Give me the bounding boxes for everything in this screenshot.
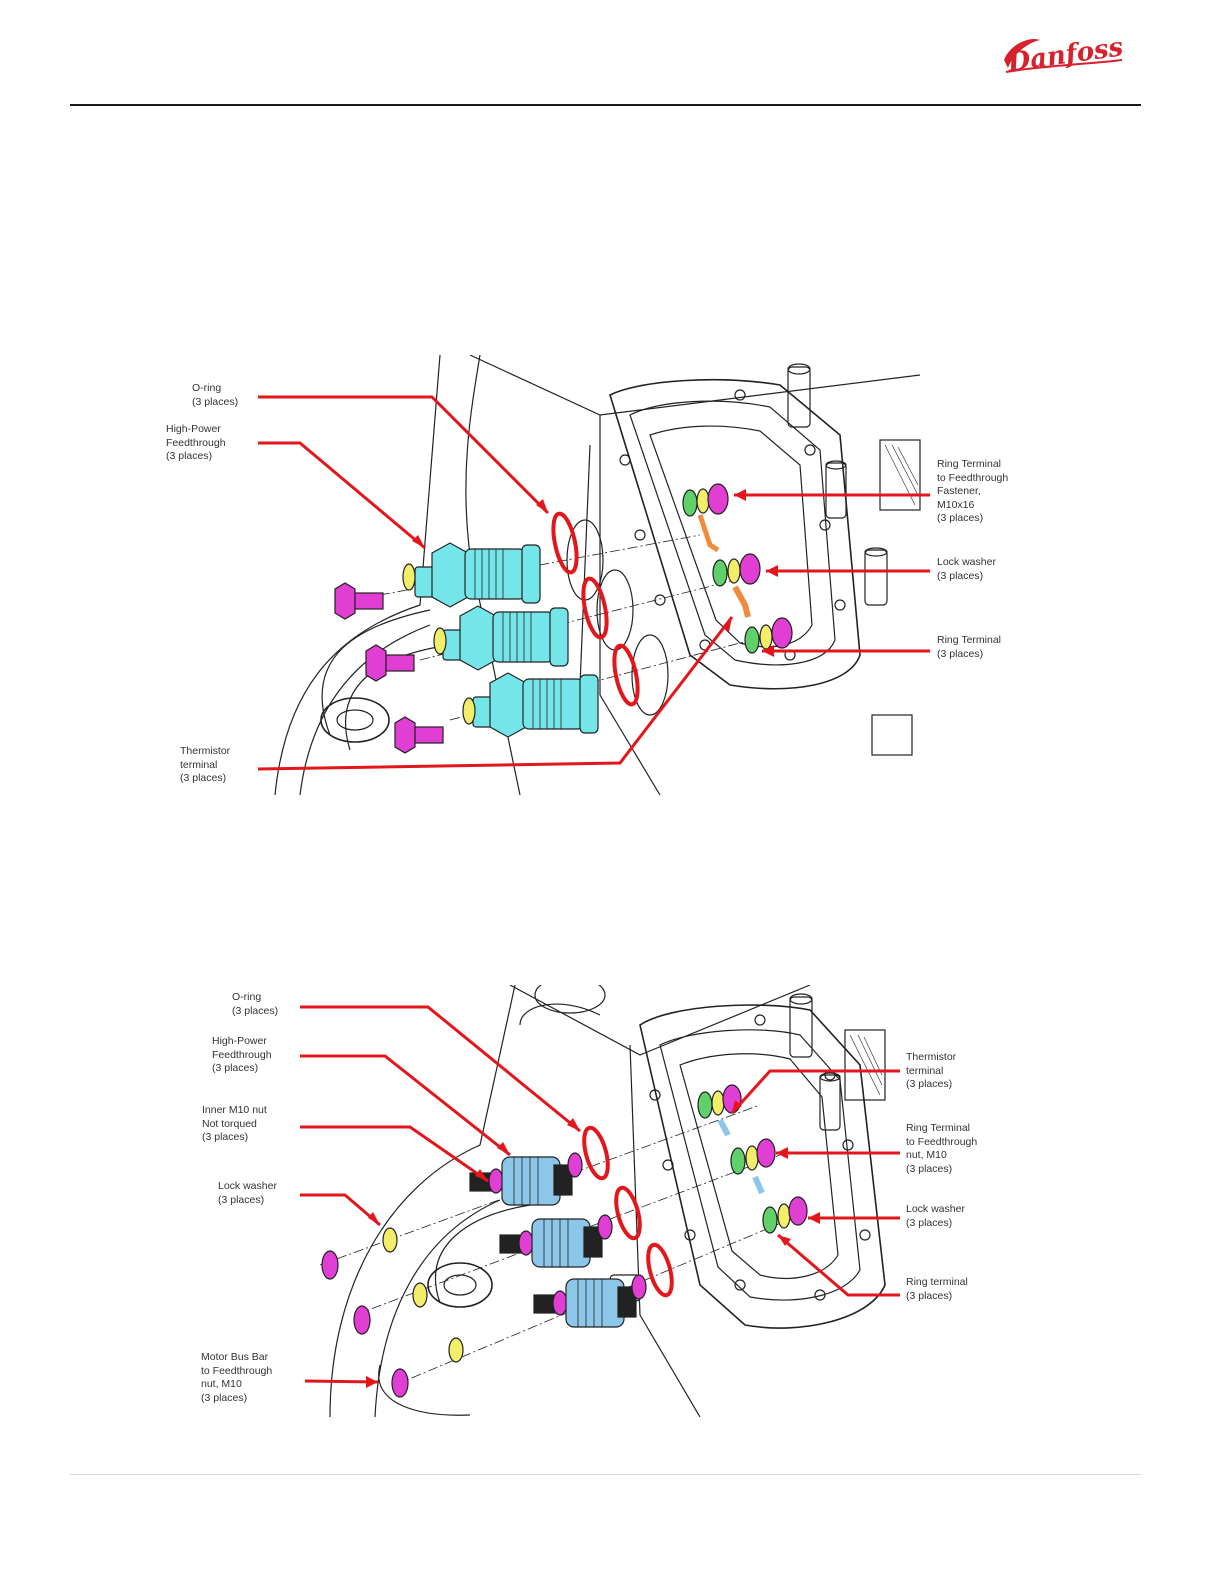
fig2-label-oring: O-ring (3 places): [232, 991, 279, 1017]
fig2-label-inner-nut: Inner M10 nut Not torqued (3 places): [202, 1104, 267, 1144]
fig1-label-ring-terminal: Ring Terminal (3 places): [937, 634, 1001, 660]
fig2-label-lock-washer-left: Lock washer (3 places): [218, 1180, 277, 1206]
fig2-label-thermistor: Thermistor terminal (3 places): [906, 1051, 957, 1091]
fig1-label-oring: O-ring (3 places): [192, 382, 239, 408]
fig1-label-thermistor: Thermistor terminal (3 places): [180, 745, 231, 785]
figure-2-feedthrough-assembly: O-ring (3 places) High-Power Feedthrough…: [0, 985, 1224, 1417]
fig2-label-ring-terminal: Ring terminal (3 places): [906, 1276, 968, 1302]
figure-2-drawing: [300, 985, 900, 1417]
danfoss-logo: Danfoss: [1004, 32, 1125, 78]
fig1-label-feedthrough: High-Power Feedthrough (3 places): [166, 423, 226, 463]
figure-1-drawing: [257, 355, 930, 795]
header-rule: [70, 104, 1141, 106]
fig2-label-feedthrough: High-Power Feedthrough (3 places): [212, 1035, 272, 1075]
fig2-label-ring-nut: Ring Terminal to Feedthrough nut, M10 (3…: [906, 1122, 978, 1175]
fig2-label-bus-bar-nut: Motor Bus Bar to Feedthrough nut, M10 (3…: [201, 1351, 273, 1404]
figure-1-feedthrough-assembly: O-ring (3 places) High-Power Feedthrough…: [0, 355, 1224, 795]
fig1-label-ring-fastener: Ring Terminal to Feedthrough Fastener, M…: [937, 458, 1009, 525]
fig1-label-lock-washer: Lock washer (3 places): [937, 556, 996, 582]
logo-text: Danfoss: [1005, 32, 1125, 78]
footer-rule: [70, 1474, 1141, 1475]
fig2-label-lock-washer-right: Lock washer (3 places): [906, 1203, 965, 1229]
